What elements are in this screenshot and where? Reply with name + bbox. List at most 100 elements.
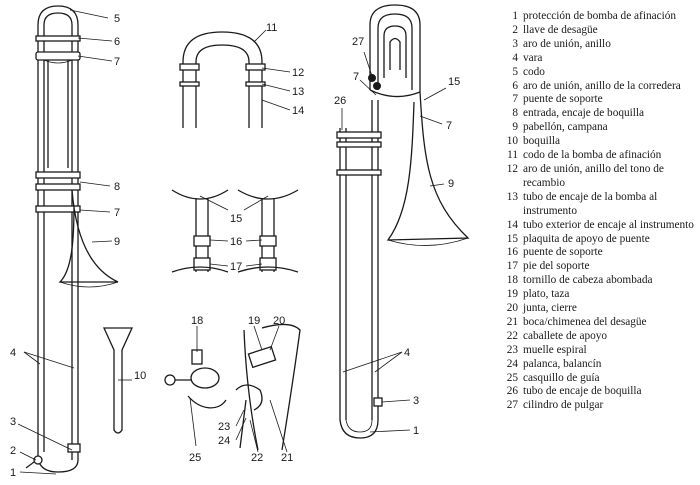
legend-text: junta, cierre [523,302,577,315]
legend-text: entrada, encaje de boquilla [523,107,645,120]
legend-text: aro de unión, anillo [523,37,611,50]
legend-text: plaquita de apoyo de puente [523,232,650,245]
legend-number: 23 [506,343,518,356]
legend-item: 8 entrada, encaje de boquilla [503,107,698,121]
callout-4-right: 4 [404,347,410,359]
legend-text: codo de la bomba de afinación [523,149,662,162]
legend-item: 16 puente de soporte [503,246,698,260]
callout-18: 18 [191,315,203,327]
legend-number: 24 [506,357,518,370]
legend-item: 18 tornillo de cabeza abombada [503,274,698,288]
legend-number: 5 [512,65,518,78]
legend-number: 25 [506,371,518,384]
legend-number: 15 [506,232,518,245]
legend-number: 21 [506,315,518,328]
mouthpiece [102,327,134,434]
callout-7-mid: 7 [114,207,120,219]
water-key-detail [164,323,301,451]
legend-text: pie del soporte [523,260,590,273]
callout-14: 14 [292,105,304,117]
callout-2: 2 [10,445,16,457]
callout-22: 22 [251,452,263,464]
callout-9-left: 9 [114,236,120,248]
legend-number: 3 [512,37,518,50]
legend-number: 18 [506,274,518,287]
leader-lines [17,9,447,475]
legend-item: 1 protección de bomba de afinación [503,10,698,24]
legend-text: tubo exterior de encaje al instrumento [523,218,694,231]
callout-9-right: 9 [448,178,454,190]
legend-text: muelle espiral [523,343,587,356]
callout-1-left: 1 [10,467,16,479]
legend-text: casquillo de guía [523,371,600,384]
callout-23: 23 [218,421,230,433]
legend-item: 14 tubo exterior de encaje al instrumento [503,219,698,233]
trombone-right [336,4,470,439]
legend-item: 23 muelle espiral [503,344,698,358]
legend-text: caballete de apoyo [523,329,608,342]
legend-text: plato, taza [523,288,570,301]
callout-labels: 5 6 7 8 7 9 4 3 2 1 10 11 12 13 14 15 16… [10,13,460,479]
legend-text: tubo de encaje de boquilla [523,385,642,398]
legend-item: 22 caballete de apoyo [503,330,698,344]
legend-number: 2 [512,23,518,36]
legend-text: codo [523,65,545,78]
legend-number: 10 [506,135,518,148]
callout-27: 27 [352,36,364,48]
legend-item: 17 pie del soporte [503,260,698,274]
callout-19: 19 [248,315,260,327]
legend-text: tubo de encaje de la bomba al instrument… [523,190,658,217]
legend-number: 19 [506,288,518,301]
legend-text: puente de soporte [523,246,603,259]
callout-10: 10 [134,370,146,382]
legend-number: 17 [506,260,518,273]
legend-text: protección de bomba de afinación [523,10,677,22]
callout-1-right: 1 [413,425,419,437]
legend-number: 22 [506,329,518,342]
legend-number: 6 [512,79,518,92]
legend-text: pabellón, campana [523,121,608,134]
legend-number: 16 [506,246,518,259]
legend-item: 15 plaquita de apoyo de puente [503,233,698,247]
tuning-slide-bow [179,31,266,128]
callout-6: 6 [114,36,120,48]
legend-item: 26 tubo de encaje de boquilla [503,385,698,399]
callout-15-mid: 15 [230,213,242,225]
legend-item: 25 casquillo de guía [503,372,698,386]
legend-text: aro de unión, anillo de la corredera [523,79,681,92]
callout-13: 13 [292,86,304,98]
trombone-left [25,5,119,473]
legend-number: 26 [506,385,518,398]
callout-16: 16 [230,236,242,248]
callout-20: 20 [273,315,285,327]
callout-7-right-top: 7 [353,71,359,83]
callout-15-right: 15 [448,76,460,88]
legend-number: 9 [512,121,518,134]
legend-number: 27 [506,399,518,412]
legend-item: 13 tubo de encaje de la bomba al instrume… [503,191,698,219]
legend-number: 8 [512,107,518,120]
callout-3-right: 3 [413,395,419,407]
legend-number: 1 [512,10,518,22]
callout-8: 8 [114,181,120,193]
legend-number: 14 [506,218,518,231]
legend-number: 13 [506,190,518,203]
callout-4-left: 4 [10,347,16,359]
legend-text: tornillo de cabeza abombada [523,274,653,287]
callout-24: 24 [218,435,230,447]
legend-text: vara [523,51,543,64]
legend-item: 5 codo [503,66,698,80]
callout-5: 5 [114,13,120,25]
legend-text: palanca, balancín [523,357,602,370]
slide-braces [171,189,299,273]
